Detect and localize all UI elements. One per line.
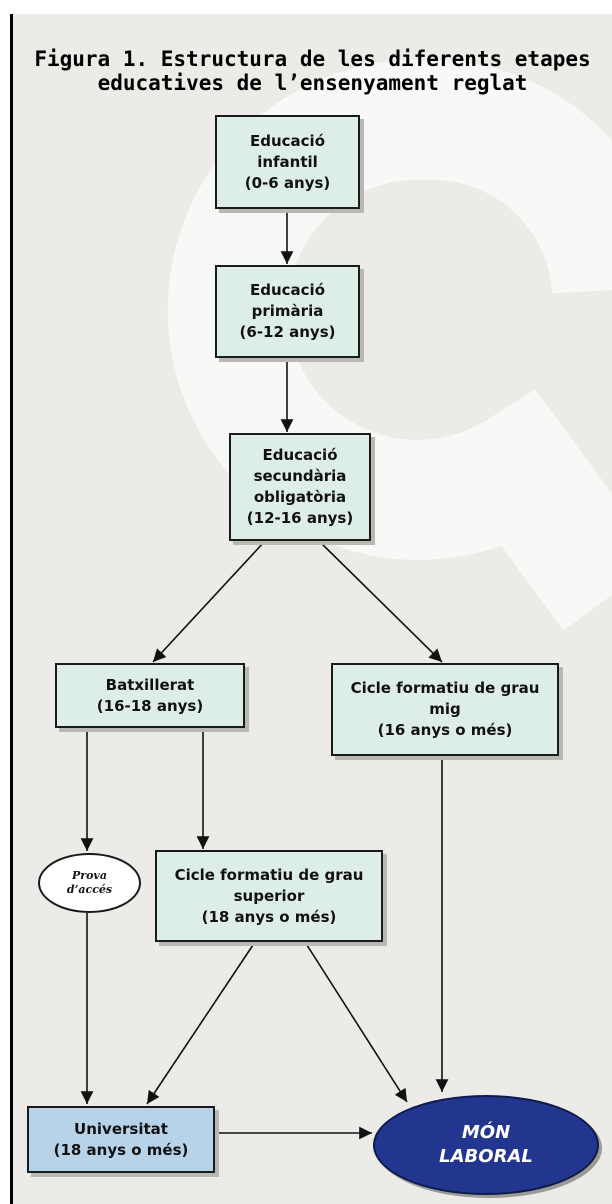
node-cicle-grau-superior: Cicle formatiu de grau superior (18 anys…	[155, 850, 383, 942]
figure-title-line-2: educatives de l’ensenyament reglat	[97, 71, 528, 95]
node-line: (0-6 anys)	[244, 173, 331, 192]
node-educacio-infantil: Educació infantil (0-6 anys)	[215, 115, 360, 209]
arrow-secundaria-to-grau-mig	[318, 540, 443, 663]
arrow-grau-superior-to-universitat	[146, 941, 256, 1105]
node-line: LABORAL	[439, 1146, 533, 1167]
node-line: primària	[251, 302, 324, 320]
node-educacio-secundaria: Educació secundària obligatòria (12-16 a…	[229, 433, 371, 541]
node-line: (16 anys o més)	[377, 721, 513, 739]
node-mon-laboral: MÓN LABORAL	[373, 1095, 599, 1195]
node-line: mig	[429, 700, 461, 718]
node-educacio-primaria: Educació primària (6-12 anys)	[215, 265, 360, 358]
node-line: Prova	[72, 869, 107, 882]
node-line: infantil	[257, 152, 318, 171]
node-line: Cicle formatiu de grau	[350, 679, 540, 697]
node-line: secundària	[253, 467, 347, 485]
node-line: Universitat	[74, 1119, 168, 1138]
node-line: Educació	[249, 131, 325, 150]
arrow-grau-superior-to-mon-laboral	[304, 941, 408, 1103]
node-line: Educació	[262, 446, 338, 464]
node-line: obligatòria	[253, 488, 347, 506]
node-line: (6-12 anys)	[239, 323, 336, 341]
node-line: MÓN	[461, 1122, 511, 1143]
node-universitat: Universitat (18 anys o més)	[27, 1106, 215, 1173]
node-line: (12-16 anys)	[246, 509, 354, 527]
node-line: d’accés	[66, 883, 113, 896]
arrow-secundaria-to-batxillerat	[152, 540, 266, 663]
node-line: Cicle formatiu de grau	[174, 865, 364, 884]
figure-title: Figura 1. Estructura de les diferents et…	[13, 47, 612, 95]
node-line: (18 anys o més)	[201, 907, 337, 926]
figure-title-line-1: Figura 1. Estructura de les diferents et…	[34, 47, 591, 71]
node-line: (16-18 anys)	[96, 696, 204, 715]
node-prova-acces: Prova d’accés	[38, 853, 141, 913]
node-line: (18 anys o més)	[53, 1140, 189, 1159]
node-cicle-grau-mig: Cicle formatiu de grau mig (16 anys o mé…	[331, 663, 559, 756]
node-line: Educació	[249, 281, 325, 299]
node-line: Batxillerat	[105, 675, 195, 694]
node-line: superior	[233, 886, 305, 905]
node-batxillerat: Batxillerat (16-18 anys)	[55, 663, 245, 728]
